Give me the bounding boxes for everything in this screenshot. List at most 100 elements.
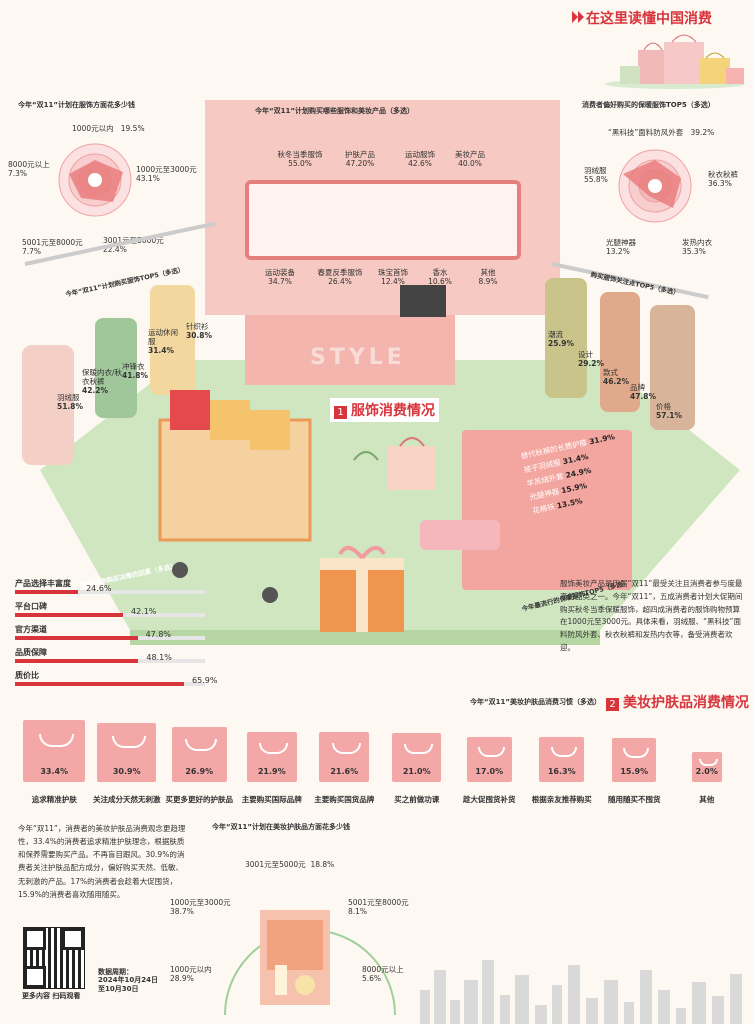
arrows-icon	[572, 11, 584, 23]
beauty-budget-arc	[224, 910, 396, 1016]
factor-value: 65.9%	[192, 676, 218, 685]
factor-value: 48.1%	[146, 653, 172, 662]
coat-pink	[22, 345, 74, 465]
counter	[245, 315, 455, 385]
coat-olive	[545, 278, 587, 398]
factor-row: 品质保障 48.1%	[15, 647, 255, 670]
bag-label: 其他	[699, 795, 715, 804]
factor-bar	[15, 636, 138, 640]
cash-register	[400, 285, 446, 317]
section1-header: 1 服饰消费情况	[330, 398, 439, 422]
stool	[420, 520, 500, 550]
budget2-label-0: 3001元至5000元 18.8%	[245, 860, 335, 869]
factor-row: 平台口碑 42.1%	[15, 601, 255, 624]
bag-label: 买更多更好的护肤品	[165, 795, 234, 804]
factor-row: 产品选择丰富度 24.6%	[15, 578, 255, 601]
bag-label: 根据亲友推荐购买	[531, 795, 592, 804]
page-title: 在这里读懂中国消费	[586, 11, 712, 27]
radar-chart-warm-pref	[618, 149, 692, 223]
section2-header: 2 美妆护肤品消费情况	[606, 692, 749, 712]
chart-title-warm-pref: 消费者偏好购买的保暖服饰TOP5（多选）	[582, 101, 715, 109]
factor-bar	[15, 590, 79, 594]
factor-bar	[15, 659, 139, 663]
coat-tan	[650, 305, 695, 430]
bag-value: 21.0%	[402, 766, 431, 776]
section2-number: 2	[606, 698, 619, 711]
coat-yellow	[150, 285, 195, 395]
bag-value: 30.9%	[112, 766, 141, 776]
bag-label: 随用随买不囤货	[608, 795, 661, 804]
section1-number: 1	[334, 406, 347, 419]
bag-value: 21.9%	[257, 766, 286, 776]
shopping-bag-icon: 21.9%	[246, 731, 297, 782]
bag-value: 26.9%	[185, 766, 214, 776]
section1-title: 服饰消费情况	[351, 403, 435, 419]
shopping-bag-icon: 33.4%	[23, 720, 86, 782]
data-period: 数据周期： 2024年10月24日 至10月30日	[98, 968, 158, 993]
factor-label: 品质保障	[15, 648, 47, 657]
factor-bar	[15, 613, 123, 617]
factor-label: 质价比	[15, 671, 39, 680]
bag-label: 主要购买国际品牌	[241, 795, 302, 804]
coat-green	[95, 318, 137, 418]
radar-chart-apparel-budget	[58, 143, 132, 217]
coat-brown	[600, 292, 640, 412]
chart-title-beauty-budget: 今年“双11”计划在美妆护肤品方面花多少钱	[212, 823, 350, 831]
store-sign: STYLE	[310, 345, 406, 370]
factor-label: 产品选择丰富度	[15, 579, 71, 588]
bag-label: 追求精准护肤	[31, 795, 77, 804]
section2-title: 美妆护肤品消费情况	[623, 695, 749, 711]
shopping-bag-icon: 30.9%	[97, 722, 157, 782]
factor-value: 24.6%	[86, 584, 112, 593]
shopping-cart-icon	[158, 390, 312, 603]
factor-value: 47.8%	[145, 630, 172, 639]
factor-label: 平台口碑	[15, 602, 47, 611]
qr-code[interactable]	[23, 927, 85, 989]
factor-value: 42.1%	[130, 607, 157, 616]
header: 在这里读懂中国消费	[560, 8, 750, 89]
shopping-bag-green-icon	[342, 451, 390, 498]
shopping-bag-icon: 26.9%	[171, 726, 227, 782]
bag-label: 主要购买国货品牌	[314, 795, 375, 804]
radar1-label-0: 1000元以内 19.5%	[72, 124, 145, 133]
radar2-label-0: “黑科技”面料防风外套 39.2%	[608, 128, 715, 137]
shopping-bag-icon: 21.0%	[392, 732, 442, 782]
bag-value: 15.9%	[620, 766, 649, 776]
bag-value: 2.0%	[695, 766, 718, 776]
bag-label: 趁大促囤货补货	[463, 795, 516, 804]
chart-title-budget-apparel: 今年“双11”计划在服饰方面花多少钱	[18, 101, 135, 109]
factor-track	[15, 590, 205, 594]
factor-bar	[15, 682, 185, 686]
display-shelf	[245, 180, 521, 260]
shopping-bag-pink-icon	[388, 437, 436, 490]
apparel-paragraph: 服饰美妆产品是历届“双11”最受关注且消费者参与度最高的品类之一。今年“双11”…	[560, 579, 743, 652]
qr-caption: 更多内容 扫码观看	[22, 992, 81, 1000]
beauty-paragraph: 今年“双11”，消费者的美妆护肤品消费观念更趋理性，33.4%的消费者追求精准护…	[18, 824, 186, 899]
